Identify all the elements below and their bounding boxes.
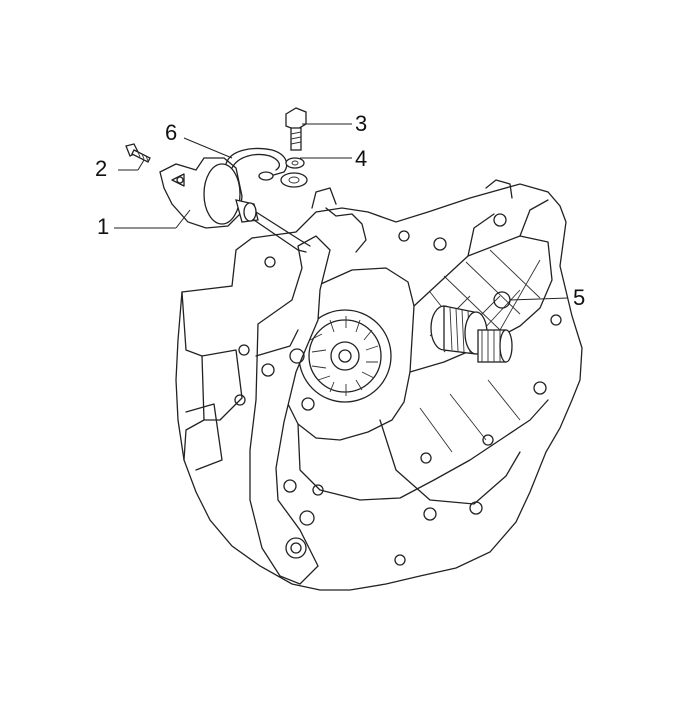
bolt-part-3 <box>285 107 307 151</box>
leader-lines <box>114 123 569 301</box>
callout-4: 4 <box>355 146 368 171</box>
callout-1: 1 <box>97 214 110 239</box>
crankcase <box>175 179 583 591</box>
starter-drive-gear <box>430 305 513 363</box>
callout-3: 3 <box>355 111 368 136</box>
callout-2: 2 <box>95 156 108 181</box>
callout-6: 6 <box>165 120 178 145</box>
screw-part-2 <box>125 143 151 163</box>
starter-cable <box>225 147 288 181</box>
callout-5: 5 <box>573 285 586 310</box>
starter-motor <box>159 157 311 253</box>
washer-part-4 <box>280 157 308 188</box>
